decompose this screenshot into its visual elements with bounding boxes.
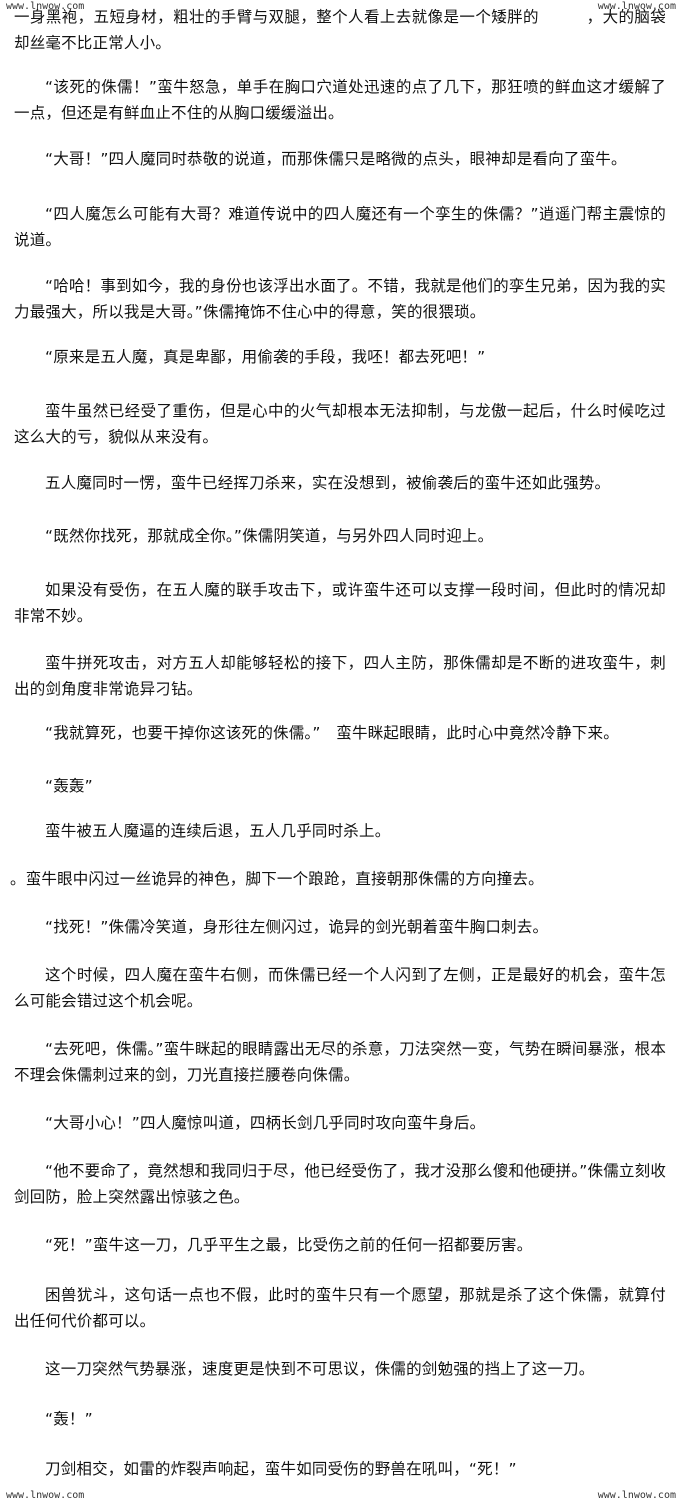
paragraph-8: 五人魔同时一愣，蛮牛已经挥刀杀来，实在没想到，被偷袭后的蛮牛还如此强势。 <box>45 474 611 492</box>
paragraph-23: 这一刀突然气势暴涨，速度更是快到不可思议，侏儒的剑勉强的挡上了这一刀。 <box>45 1360 595 1378</box>
paragraph-6: “原来是五人魔，真是卑鄙，用偷袭的手段，我呸！都去死吧！” <box>45 348 486 366</box>
paragraph-25: 刀剑相交，如雷的炸裂声响起，蛮牛如同受伤的野兽在吼叫，“死！” <box>45 1460 517 1478</box>
paragraph-10: 如果没有受伤，在五人魔的联手攻击下，或许蛮牛还可以支撑一段时间，但此时的情况却非… <box>14 581 666 625</box>
paragraph-3: “大哥！”四人魔同时恭敬的说道，而那侏儒只是略微的点头，眼神却是看向了蛮牛。 <box>45 150 627 168</box>
paragraph-12: “我就算死，也要干掉你这该死的侏儒。” 蛮牛眯起眼睛，此时心中竟然冷静下来。 <box>45 724 619 742</box>
paragraph-19: “大哥小心！”四人魔惊叫道，四柄长剑几乎同时攻向蛮牛身后。 <box>45 1114 486 1132</box>
paragraph-5: “哈哈！事到如今，我的身份也该浮出水面了。不错，我就是他们的孪生兄弟，因为我的实… <box>14 277 666 321</box>
paragraph-15: 。蛮牛眼中闪过一丝诡异的神色，脚下一个踉跄，直接朝那侏儒的方向撞去。 <box>10 870 544 888</box>
watermark-bottom-right: www.lnwow.com <box>597 1490 676 1501</box>
paragraph-20: “他不要命了，竟然想和我同归于尽，他已经受伤了，我才没那么傻和他硬拼。”侏儒立刻… <box>14 1162 667 1206</box>
paragraph-24: “轰！” <box>45 1410 93 1428</box>
paragraph-9: “既然你找死，那就成全你。”侏儒阴笑道，与另外四人同时迎上。 <box>45 527 494 545</box>
watermark-top-left: www.lnwow.com <box>6 1 85 12</box>
paragraph-11: 蛮牛拼死攻击，对方五人却能够轻松的接下，四人主防，那侏儒却是不断的进攻蛮牛，刺出… <box>14 654 666 698</box>
paragraph-7: 蛮牛虽然已经受了重伤，但是心中的火气却根本无法抑制，与龙傲一起后，什么时候吃过这… <box>14 402 666 446</box>
paragraph-14: 蛮牛被五人魔逼的连续后退，五人几乎同时杀上。 <box>45 822 391 840</box>
paragraph-21: “死！”蛮牛这一刀，几乎平生之最，比受伤之前的任何一招都要厉害。 <box>45 1236 533 1254</box>
watermark-top-right: www.lnwow.com <box>597 1 676 12</box>
paragraph-4: “四人魔怎么可能有大哥？难道传说中的四人魔还有一个孪生的侏儒？”逍遥门帮主震惊的… <box>14 205 666 249</box>
paragraph-17: 这个时候，四人魔在蛮牛右侧，而侏儒已经一个人闪到了左侧，正是最好的机会，蛮牛怎么… <box>14 966 666 1010</box>
paragraph-18: “去死吧，侏儒。”蛮牛眯起的眼睛露出无尽的杀意，刀法突然一变，气势在瞬间暴涨，根… <box>14 1040 667 1084</box>
paragraph-1: 一身黑袍，五短身材，粗壮的手臂与双腿，整个人看上去就像是一个矮胖的 ，大的脑袋却… <box>14 8 666 52</box>
paragraph-13: “轰轰” <box>45 777 93 795</box>
paragraph-22: 困兽犹斗，这句话一点也不假，此时的蛮牛只有一个愿望，那就是杀了这个侏儒，就算付出… <box>14 1286 666 1330</box>
paragraph-16: “找死！”侏儒冷笑道，身形往左侧闪过，诡异的剑光朝着蛮牛胸口刺去。 <box>45 918 549 936</box>
watermark-bottom-left: www.lnwow.com <box>6 1490 85 1501</box>
paragraph-2: “该死的侏儒！”蛮牛怒急，单手在胸口穴道处迅速的点了几下，那狂喷的鲜血这才缓解了… <box>14 78 666 122</box>
